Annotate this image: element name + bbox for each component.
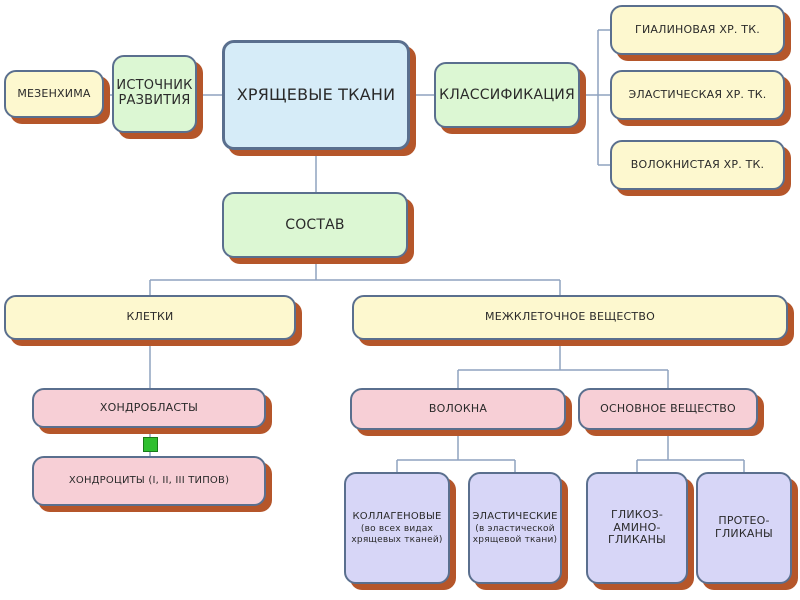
elastic-cartilage-box: Эластическая хр. тк. bbox=[610, 70, 785, 120]
collagen-fibers-box: Коллагеновые (во всех видах хрящевых тка… bbox=[344, 472, 450, 584]
fibrous-cartilage-box: Волокнистая хр. тк. bbox=[610, 140, 785, 190]
collagen-fibers-note: (во всех видах хрящевых тканей) bbox=[351, 524, 443, 545]
elastic-fibers-note: (в эластической хрящевой ткани) bbox=[472, 524, 558, 545]
elastic-fibers-label: Эластические bbox=[472, 510, 558, 522]
ground-substance-box: Основное вещество bbox=[578, 388, 758, 430]
chondrocytes-box: Хондроциты (I, II, III типов) bbox=[32, 456, 266, 506]
proteoglycans-label: Протео-гликаны bbox=[715, 514, 773, 540]
composition-box: Состав bbox=[222, 192, 408, 258]
connector-marker bbox=[143, 437, 158, 452]
fibers-box: Волокна bbox=[350, 388, 566, 430]
proteoglycans-box: Протео-гликаны bbox=[696, 472, 792, 584]
chondroblasts-label: Хондробласты bbox=[99, 400, 199, 414]
classification-label: Классификация bbox=[439, 86, 575, 103]
elastic-fibers-box: Эластические (в эластической хрящевой тк… bbox=[468, 472, 562, 584]
mesenchyme-label: Мезенхима bbox=[17, 86, 91, 100]
fibrous-cartilage-label: Волокнистая хр. тк. bbox=[630, 157, 765, 171]
elastic-cartilage-label: Эластическая хр. тк. bbox=[628, 87, 767, 101]
source-of-development-box: Источник развития bbox=[112, 55, 197, 133]
mesenchyme-box: Мезенхима bbox=[4, 70, 104, 118]
fibers-label: Волокна bbox=[428, 401, 488, 415]
glycosaminoglycans-box: Гликоз-амино-гликаны bbox=[586, 472, 688, 584]
ground-substance-label: Основное вещество bbox=[600, 401, 736, 415]
cells-label: Клетки bbox=[126, 310, 174, 324]
cells-box: Клетки bbox=[4, 295, 296, 340]
source-of-development-label: Источник развития bbox=[116, 78, 193, 108]
cartilage-tissues-label: Хрящевые ткани bbox=[236, 84, 396, 104]
intercellular-substance-label: Межклеточное вещество bbox=[485, 310, 655, 324]
chondrocytes-label: Хондроциты (I, II, III типов) bbox=[68, 475, 230, 487]
chondroblasts-box: Хондробласты bbox=[32, 388, 266, 428]
hyaline-label: Гиалиновая хр. тк. bbox=[635, 22, 760, 36]
collagen-fibers-label: Коллагеновые bbox=[352, 510, 442, 522]
hyaline-box: Гиалиновая хр. тк. bbox=[610, 5, 785, 55]
cartilage-tissues-box: Хрящевые ткани bbox=[222, 40, 410, 150]
classification-box: Классификация bbox=[434, 62, 580, 128]
intercellular-substance-box: Межклеточное вещество bbox=[352, 295, 788, 340]
glycosaminoglycans-label: Гликоз-амино-гликаны bbox=[608, 508, 666, 547]
composition-label: Состав bbox=[285, 216, 345, 233]
